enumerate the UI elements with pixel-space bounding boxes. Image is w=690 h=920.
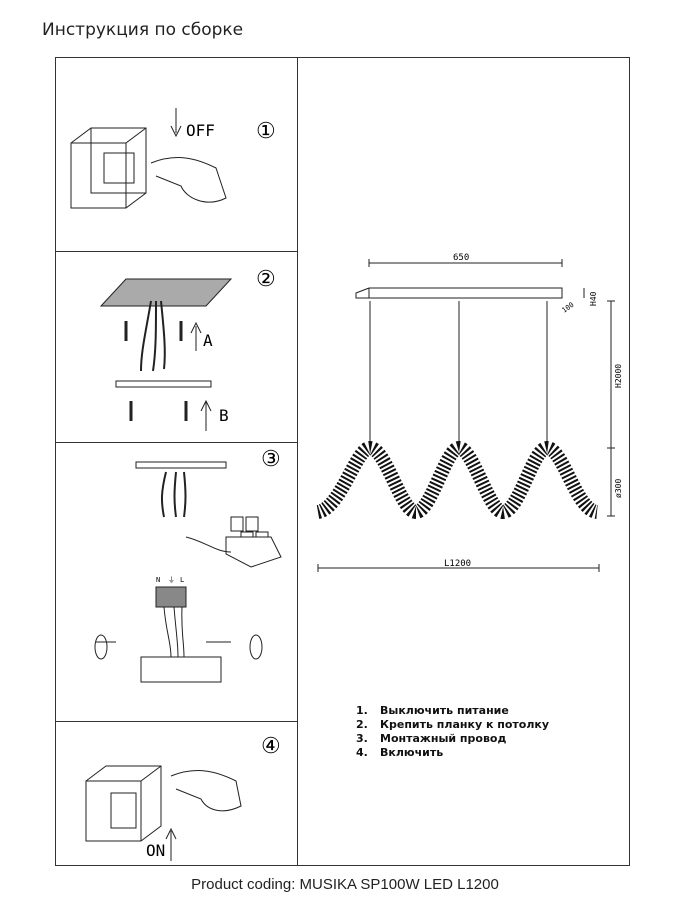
- svg-text:650: 650: [453, 253, 469, 263]
- wiring-illustration: N ⏚ L ③: [94, 447, 282, 683]
- switch-on-illustration: ON ④: [85, 734, 281, 861]
- switch-off-illustration: OFF ①: [70, 108, 276, 209]
- svg-text:H2000: H2000: [614, 364, 623, 388]
- mounting-bracket-illustration: A B ②: [99, 267, 276, 431]
- svg-text:OFF: OFF: [186, 121, 215, 140]
- step-3-panel: N ⏚ L ③: [56, 442, 297, 722]
- svg-text:⏚: ⏚: [168, 576, 175, 584]
- steps-column: OFF ① A B ② N ⏚ L ③ ON: [56, 58, 298, 865]
- step-item: 4.Включить: [356, 746, 444, 759]
- instruction-frame: OFF ① A B ② N ⏚ L ③ ON: [55, 57, 630, 866]
- svg-text:N: N: [156, 576, 160, 584]
- step-marker-3: ③: [261, 447, 281, 472]
- svg-text:ON: ON: [146, 841, 165, 860]
- step-item: 1.Выключить питание: [356, 704, 509, 717]
- svg-text:ø300: ø300: [614, 479, 623, 498]
- svg-text:A: A: [203, 331, 213, 350]
- svg-text:B: B: [219, 406, 229, 425]
- step-4-panel: ON ④: [56, 721, 297, 867]
- svg-text:L: L: [180, 576, 184, 584]
- product-coding: Product coding: MUSIKA SP100W LED L1200: [191, 876, 499, 893]
- step-marker-4: ④: [261, 734, 281, 759]
- svg-text:L1200: L1200: [444, 559, 471, 569]
- fixture-dimension-drawing: 650 H40 100 H2000 ø300 L1200: [315, 253, 623, 572]
- page-title: Инструкция по сборке: [42, 20, 244, 40]
- step-2-panel: A B ②: [56, 251, 297, 443]
- svg-text:H40: H40: [589, 291, 598, 306]
- step-item: 2.Крепить планку к потолку: [356, 718, 550, 731]
- step-marker-1: ①: [256, 119, 276, 144]
- step-1-panel: OFF ①: [56, 58, 297, 252]
- step-item: 3.Монтажный провод: [356, 732, 507, 745]
- svg-text:100: 100: [561, 301, 576, 315]
- steps-list: 1.Выключить питание 2.Крепить планку к п…: [356, 704, 549, 760]
- step-marker-2: ②: [256, 267, 276, 292]
